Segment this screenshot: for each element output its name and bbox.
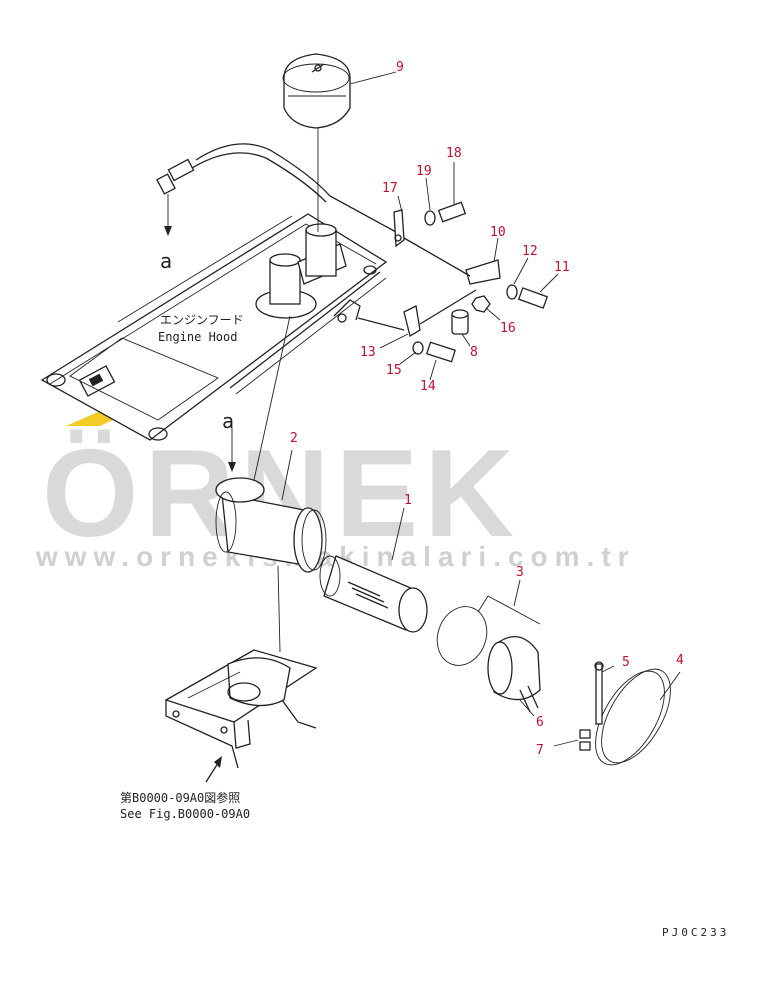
callout-11: 11: [554, 260, 570, 275]
figure-reference-english: See Fig.B0000-09A0: [120, 807, 250, 821]
hardware-parts: [357, 201, 549, 363]
figure-reference-japanese: 第B0000-09A0図参照: [120, 790, 240, 805]
hood-label-english: Engine Hood: [158, 330, 237, 344]
callout-leaders: [379, 162, 559, 381]
part-9-cap: [282, 53, 397, 232]
reference-marker-a-bottom: a: [222, 409, 234, 433]
callout-14: 14: [420, 379, 436, 394]
callout-6: 6: [536, 715, 544, 730]
part-2-housing: [215, 315, 327, 653]
callout-4: 4: [676, 653, 684, 668]
callout-2: 2: [290, 431, 298, 446]
callout-7: 7: [536, 743, 544, 758]
callouts: 9 18 19 17 10 12 11 16 8 13 15 14 2 1 3 …: [290, 60, 684, 758]
part-1-filter-element: [319, 507, 428, 633]
callout-17: 17: [382, 181, 398, 196]
hose-assembly: [156, 143, 397, 236]
callout-8: 8: [470, 345, 478, 360]
callout-5: 5: [622, 655, 630, 670]
figure-code: PJ0C233: [662, 926, 729, 939]
watermark: ÖRNEK www.ornekismakinalari.com.tr: [35, 412, 629, 572]
callout-16: 16: [500, 321, 516, 336]
callout-12: 12: [522, 244, 538, 259]
reference-marker-a-top: a: [160, 249, 172, 273]
mounting-bracket: [164, 649, 318, 783]
callout-3: 3: [516, 565, 524, 580]
callout-19: 19: [416, 164, 432, 179]
callout-18: 18: [446, 146, 462, 161]
hood-label-japanese: エンジンフード: [160, 313, 244, 327]
callout-15: 15: [386, 363, 402, 378]
callout-9: 9: [396, 60, 404, 75]
part-4-band: [519, 661, 681, 766]
callout-10: 10: [490, 225, 506, 240]
callout-1: 1: [404, 493, 412, 508]
engine-hood: [40, 213, 388, 441]
callout-13: 13: [360, 345, 376, 360]
part-3-cover: [436, 579, 541, 713]
